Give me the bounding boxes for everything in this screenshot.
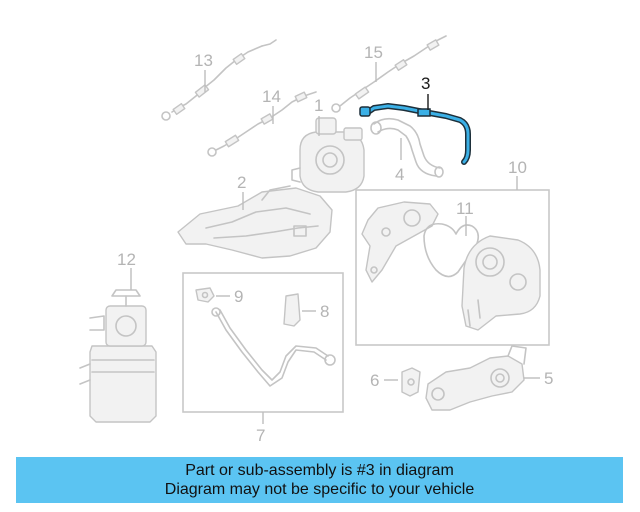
part-14-sensor-cable: 14: [207, 87, 317, 157]
part-8-clip: [283, 293, 301, 327]
part-15-sensor-cable: 15: [331, 35, 447, 113]
part-6-gasket: 6: [370, 367, 421, 397]
callout-10: 10: [508, 158, 527, 177]
part-13-sensor-cable: 13: [161, 39, 277, 121]
group-7-box: 7 9 8: [182, 272, 344, 445]
callout-9: 9: [234, 287, 243, 306]
part-4-hose: 4: [370, 117, 444, 184]
callout-3: 3: [421, 74, 430, 93]
callout-13: 13: [194, 51, 213, 70]
callout-2: 2: [237, 173, 246, 192]
info-banner: Part or sub-assembly is #3 in diagram Di…: [16, 457, 623, 503]
part-3-hose-highlighted: 3: [359, 74, 471, 165]
part-1-pump-assembly: 1: [291, 96, 365, 193]
part-9-bracket: [195, 287, 215, 303]
group-10-box: 10 11: [355, 158, 550, 346]
callout-4: 4: [395, 165, 404, 184]
banner-line-1: Part or sub-assembly is #3 in diagram: [185, 462, 454, 479]
callout-8: 8: [320, 302, 329, 321]
parts-diagram: 13 14 15 1 4: [79, 35, 553, 445]
callout-11: 11: [456, 199, 474, 218]
callout-5: 5: [544, 369, 553, 388]
callout-15: 15: [364, 43, 383, 62]
callout-1: 1: [314, 96, 323, 115]
part-11-housing: [461, 235, 541, 331]
part-2-heat-shield: 2: [177, 173, 333, 259]
callout-14: 14: [262, 87, 281, 106]
banner-line-2: Diagram may not be specific to your vehi…: [164, 481, 475, 498]
callout-6: 6: [370, 371, 379, 390]
part-5-outlet-housing: 5: [425, 345, 553, 411]
callout-12: 12: [117, 250, 136, 269]
part-12-canister: 12: [79, 250, 157, 423]
callout-7: 7: [256, 426, 265, 445]
